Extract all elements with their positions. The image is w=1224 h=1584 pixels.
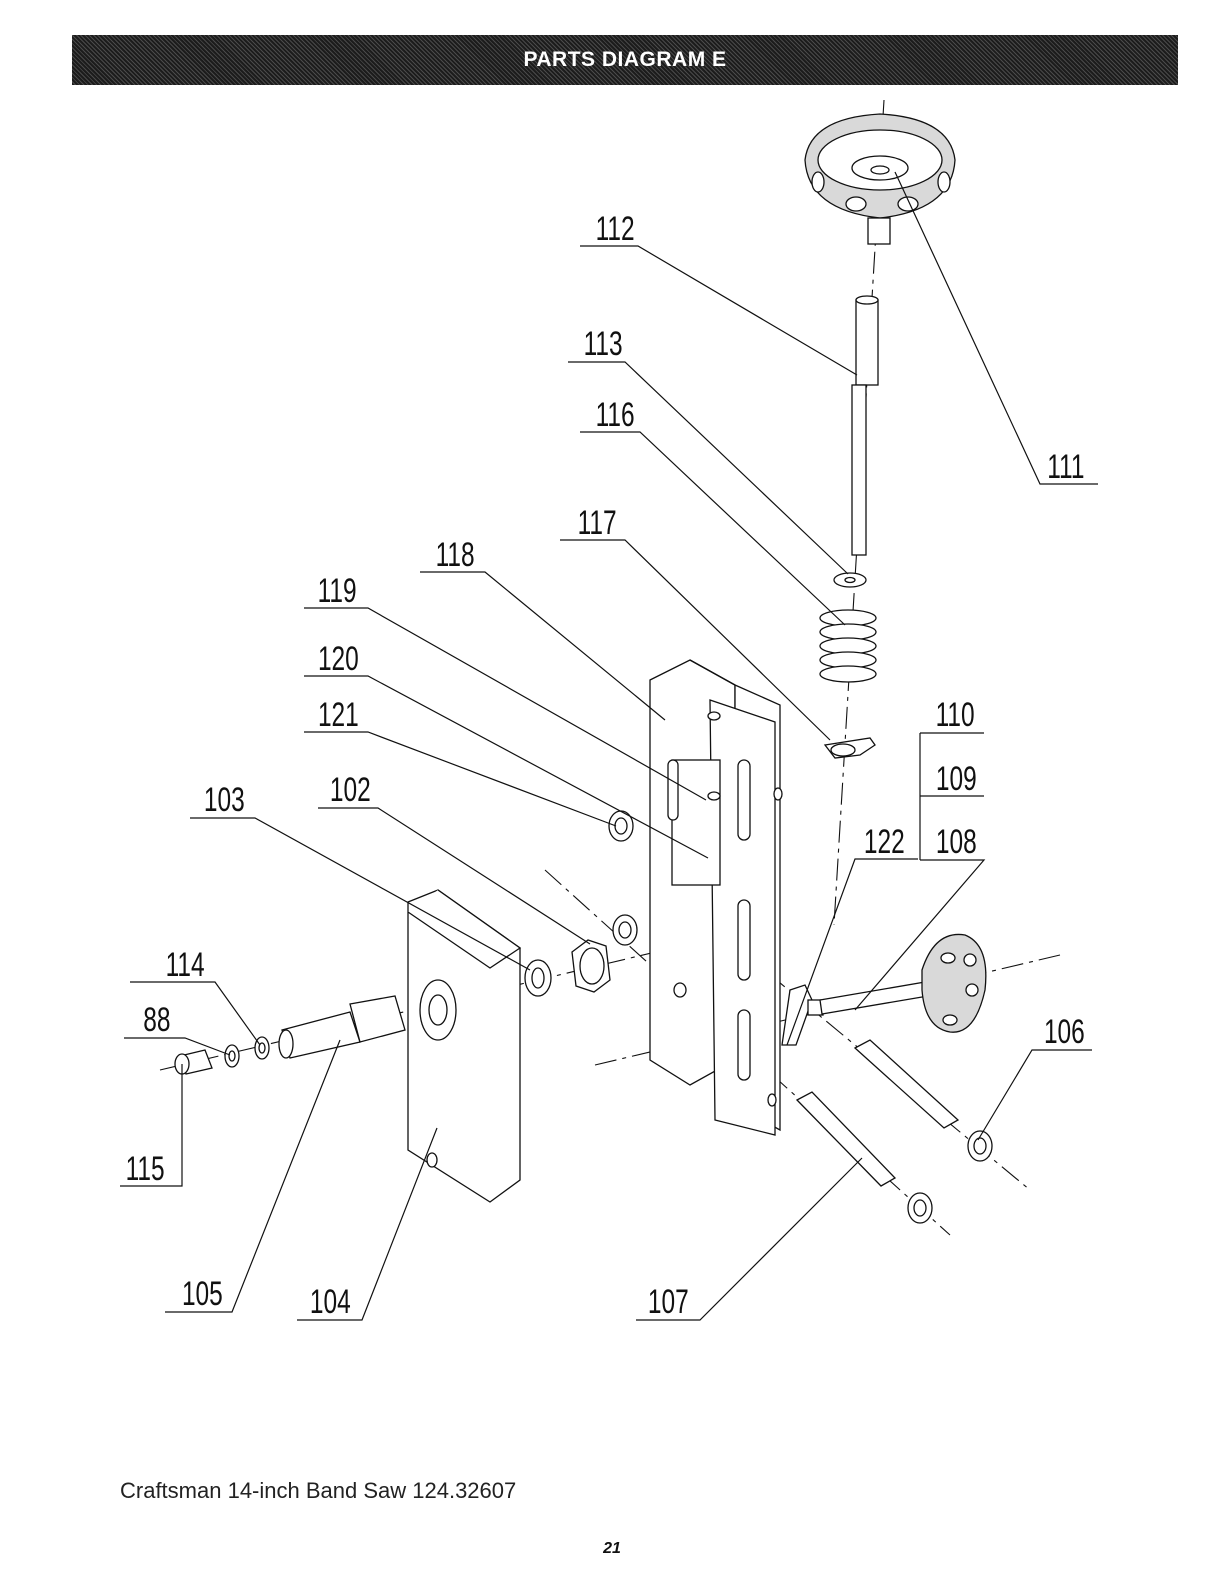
leader-lines	[120, 171, 1098, 1321]
callout-108: 108	[936, 823, 977, 861]
callout-labels: 112 113 116 117 118 119 120 121 103 102 …	[126, 210, 1085, 1321]
page-title: PARTS DIAGRAM E	[523, 48, 727, 71]
callout-105: 105	[182, 1275, 223, 1313]
callout-121: 121	[318, 696, 359, 734]
lock-knob	[819, 933, 987, 1033]
callout-111: 111	[1047, 448, 1084, 486]
footer-model-text: Craftsman 14-inch Band Saw 124.32607	[120, 1478, 517, 1503]
callout-114: 114	[166, 946, 205, 984]
knob-top	[804, 113, 956, 245]
callout-117: 117	[578, 504, 617, 542]
callout-107: 107	[648, 1283, 689, 1321]
callout-109: 109	[936, 760, 977, 798]
lock-lever	[781, 984, 824, 1046]
callout-116: 116	[596, 396, 635, 434]
callout-103: 103	[204, 781, 245, 819]
spring	[819, 609, 877, 683]
pivot-shaft	[278, 995, 406, 1059]
page-number: 21	[603, 1540, 621, 1557]
retaining-rings	[608, 810, 993, 1224]
pins	[795, 1039, 960, 1187]
callout-119: 119	[318, 572, 357, 610]
bracket	[649, 659, 783, 1136]
callout-118: 118	[436, 536, 475, 574]
callout-102: 102	[330, 771, 371, 809]
callout-88: 88	[143, 1001, 170, 1039]
shaft-vertical	[851, 295, 879, 556]
callout-120: 120	[318, 640, 359, 678]
callout-112: 112	[596, 210, 635, 248]
callout-115: 115	[126, 1150, 165, 1188]
callout-113: 113	[584, 325, 623, 363]
hex-nut	[524, 939, 611, 997]
header-banner: PARTS DIAGRAM E	[72, 35, 1178, 85]
assembly-axes	[159, 99, 1061, 1236]
callout-110: 110	[936, 696, 975, 734]
mounting-block	[407, 889, 522, 1203]
lock-plate	[823, 737, 876, 759]
callout-106: 106	[1044, 1013, 1085, 1051]
callout-104: 104	[310, 1283, 351, 1321]
small-hardware	[174, 1036, 270, 1075]
callout-122: 122	[864, 823, 905, 861]
